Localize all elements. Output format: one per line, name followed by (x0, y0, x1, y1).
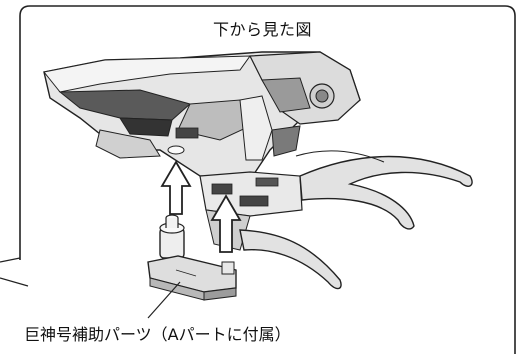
part-caption: 巨神号補助パーツ（Aパートに付属） (24, 325, 291, 344)
robot-body (43, 51, 361, 251)
claw-wings (239, 150, 473, 290)
insert-arrows (160, 160, 242, 253)
figure-title: 下から見た図 (212, 20, 312, 39)
leader-line (147, 281, 181, 319)
support-part (147, 214, 237, 301)
